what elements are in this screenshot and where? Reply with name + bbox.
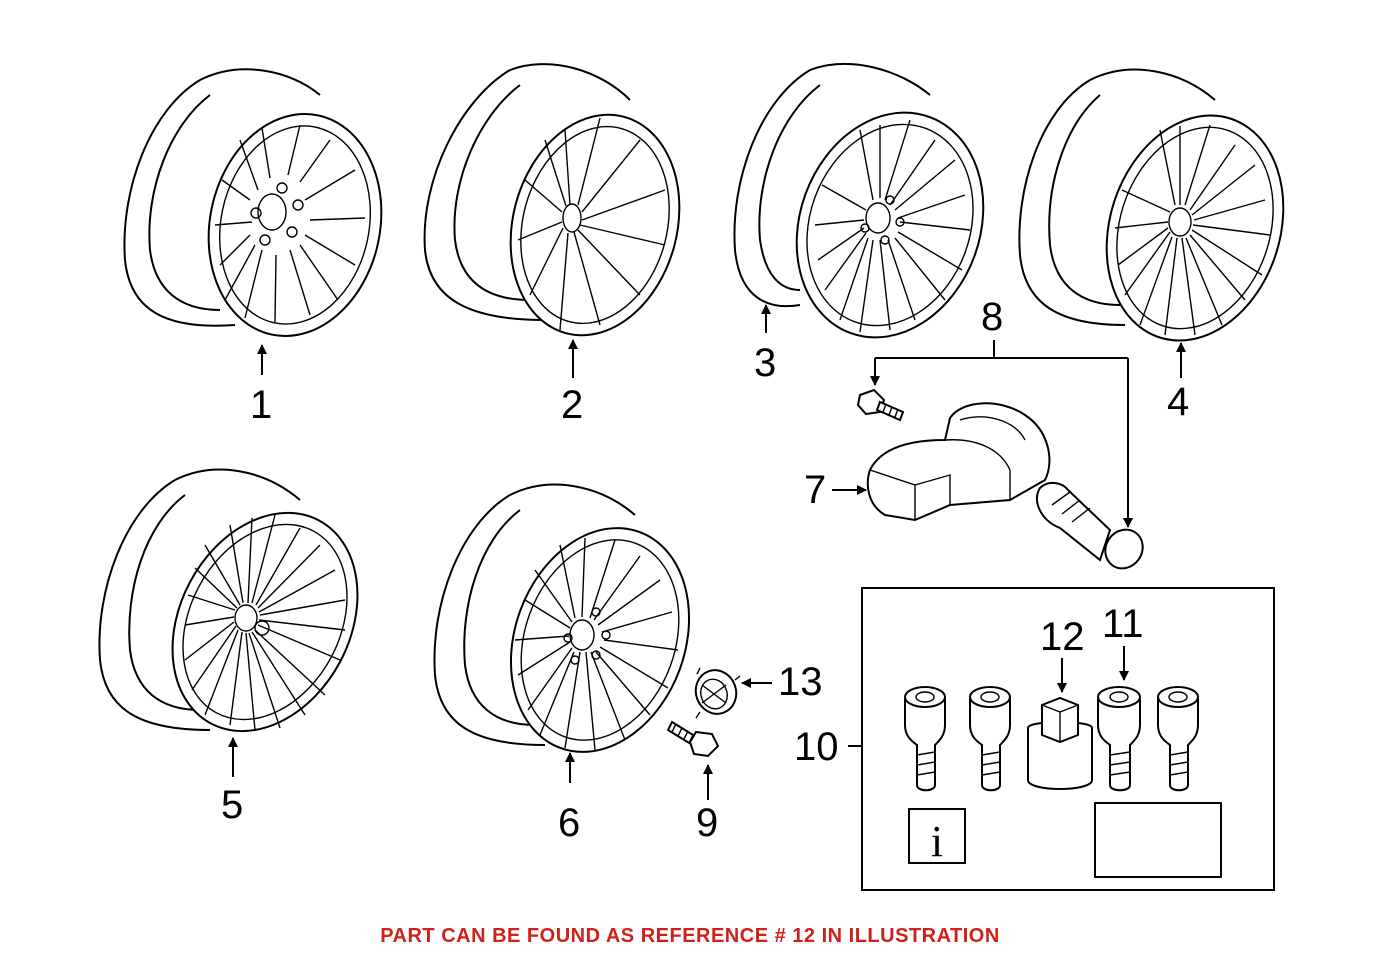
wheel-6: 6 <box>433 483 691 845</box>
callout-6: 6 <box>558 801 580 845</box>
center-cap: 13 <box>694 660 823 719</box>
lock-bolt-3 <box>1097 686 1141 792</box>
lock-adapter <box>1027 696 1093 790</box>
callout-7: 7 <box>804 468 826 512</box>
blank-card <box>1094 802 1222 878</box>
tpms-screw <box>856 388 905 422</box>
lock-bolt-4 <box>1157 686 1199 792</box>
callout-8: 8 <box>981 295 1003 339</box>
callout-12: 12 <box>1040 615 1085 659</box>
info-icon: i <box>931 817 943 866</box>
callout-4: 4 <box>1167 380 1189 424</box>
lock-bolt-2 <box>969 686 1011 792</box>
callout-11: 11 <box>1102 602 1144 646</box>
tpms-sensor <box>866 402 1051 522</box>
wheel-bolt: 9 <box>666 720 720 845</box>
wheel-2: 2 <box>423 63 681 427</box>
callout-13: 13 <box>778 660 823 704</box>
callout-1: 1 <box>250 383 272 427</box>
callout-5: 5 <box>221 783 243 827</box>
wheel-1: 1 <box>123 68 383 427</box>
lock-kit-box: 10 12 11 <box>794 587 1275 891</box>
wheel-5: 5 <box>98 468 359 827</box>
wheel-4: 4 <box>1018 68 1285 424</box>
reference-note: PART CAN BE FOUND AS REFERENCE # 12 IN I… <box>380 925 1000 947</box>
callout-3: 3 <box>754 341 776 385</box>
callout-10: 10 <box>794 725 839 769</box>
tpms-group: 8 7 <box>804 295 1144 570</box>
wheel-3: 3 <box>733 63 985 385</box>
callout-9: 9 <box>696 801 718 845</box>
info-card: i <box>908 808 966 866</box>
tpms-valve <box>1035 482 1144 570</box>
callout-2: 2 <box>561 383 583 427</box>
lock-bolt-1 <box>904 686 946 792</box>
